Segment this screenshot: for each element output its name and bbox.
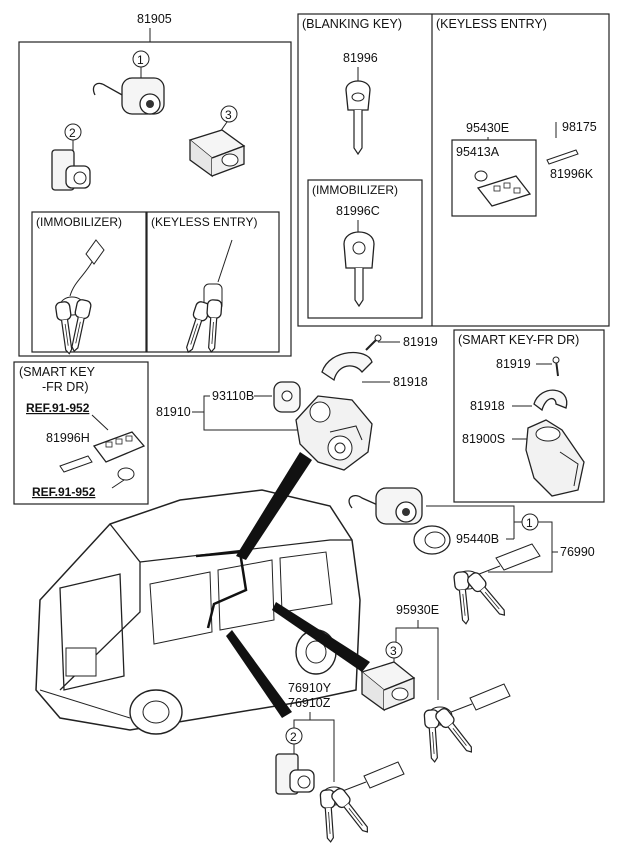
ignition-switch-93110B xyxy=(273,381,301,413)
callout-1-right: 1 xyxy=(526,516,533,530)
label-81919-b: 81919 xyxy=(496,357,531,371)
label-81900S: 81900S xyxy=(462,432,505,446)
smart-key-title-1: (SMART KEY xyxy=(19,365,96,379)
inset-keyless-title: (KEYLESS ENTRY) xyxy=(151,215,257,229)
smart-key-fr-dr-box xyxy=(453,329,605,503)
label-76910Y: 76910Y xyxy=(288,681,332,695)
inset-immobilizer-title: (IMMOBILIZER) xyxy=(36,215,122,229)
pointer-wedge-smart xyxy=(272,602,370,672)
label-95440B: 95440B xyxy=(456,532,499,546)
label-81905: 81905 xyxy=(137,12,172,26)
screw-81919-a xyxy=(365,334,382,351)
keyless-fob-95413A xyxy=(474,170,532,207)
box-blanking-keyless xyxy=(297,13,610,327)
tailgate-lock-3 xyxy=(188,129,246,178)
label-95413A: 95413A xyxy=(456,145,500,159)
vehicle-outline xyxy=(35,489,361,735)
shroud-81918-b xyxy=(533,389,568,412)
smart-ref-2: REF.91-952 xyxy=(32,485,96,499)
immobilizer-right-box xyxy=(307,179,423,319)
ignition-cylinder-1 xyxy=(348,487,423,525)
smart-key-button xyxy=(117,467,135,481)
shroud-81918-a xyxy=(321,351,373,382)
label-81910: 81910 xyxy=(156,405,191,419)
door-lock-cylinder-2 xyxy=(51,149,91,191)
fob-box xyxy=(451,139,537,217)
smart-ref-1: REF.91-952 xyxy=(26,401,90,415)
pointer-wedge-ignition xyxy=(236,452,312,560)
key-set-95930E xyxy=(423,683,511,764)
door-lock-76910 xyxy=(275,753,315,795)
label-95430E: 95430E xyxy=(466,121,509,135)
label-95930E: 95930E xyxy=(396,603,439,617)
tailgate-lock-95930E xyxy=(360,661,416,712)
label-98175: 98175 xyxy=(562,120,597,134)
label-93110B: 93110B xyxy=(212,389,254,403)
smart-key-fr-dr-title: (SMART KEY-FR DR) xyxy=(458,333,579,347)
inset-immobilizer-box xyxy=(31,211,147,353)
label-81918-b: 81918 xyxy=(470,399,505,413)
inset-keyless-box xyxy=(146,211,280,353)
callout-3-top: 3 xyxy=(225,108,232,122)
label-81996K: 81996K xyxy=(550,167,594,181)
label-81996H: 81996H xyxy=(46,431,90,445)
immobilizer-keys-inset xyxy=(54,239,105,356)
label-81919-a: 81919 xyxy=(403,335,438,349)
blank-key-81996 xyxy=(345,80,371,156)
label-76910Z: 76910Z xyxy=(288,696,331,710)
screw-81919-b xyxy=(552,356,560,377)
label-76990: 76990 xyxy=(560,545,595,559)
steering-lock-body-81910 xyxy=(295,395,373,471)
bezel-95440B xyxy=(413,525,451,555)
smart-key-fob-81996H xyxy=(59,431,146,473)
blanking-key-title: (BLANKING KEY) xyxy=(302,17,402,31)
immobilizer-key-81996C xyxy=(343,231,375,308)
keyless-keys-inset xyxy=(180,239,233,355)
callout-2-bottom: 2 xyxy=(290,730,297,744)
keyless-entry-title: (KEYLESS ENTRY) xyxy=(436,17,547,31)
key-set-76910 xyxy=(319,761,405,844)
smart-key-box xyxy=(13,361,149,505)
callout-1-top: 1 xyxy=(137,53,144,67)
pointer-wedge-door xyxy=(226,630,292,718)
immobilizer-right-title: (IMMOBILIZER) xyxy=(312,183,398,197)
smart-lock-body-81900S xyxy=(525,419,585,497)
smart-key-title-2: -FR DR) xyxy=(42,380,89,394)
label-81918-a: 81918 xyxy=(393,375,428,389)
lock-cylinder-1 xyxy=(92,77,165,115)
key-set-76990 xyxy=(452,543,541,626)
callout-3-bottom: 3 xyxy=(390,644,397,658)
label-81996C: 81996C xyxy=(336,204,380,218)
box-81905 xyxy=(18,41,292,357)
harness-lines xyxy=(195,550,248,629)
label-81996: 81996 xyxy=(343,51,378,65)
keyless-blade-81996K xyxy=(546,149,579,165)
callout-2-top: 2 xyxy=(69,126,76,140)
